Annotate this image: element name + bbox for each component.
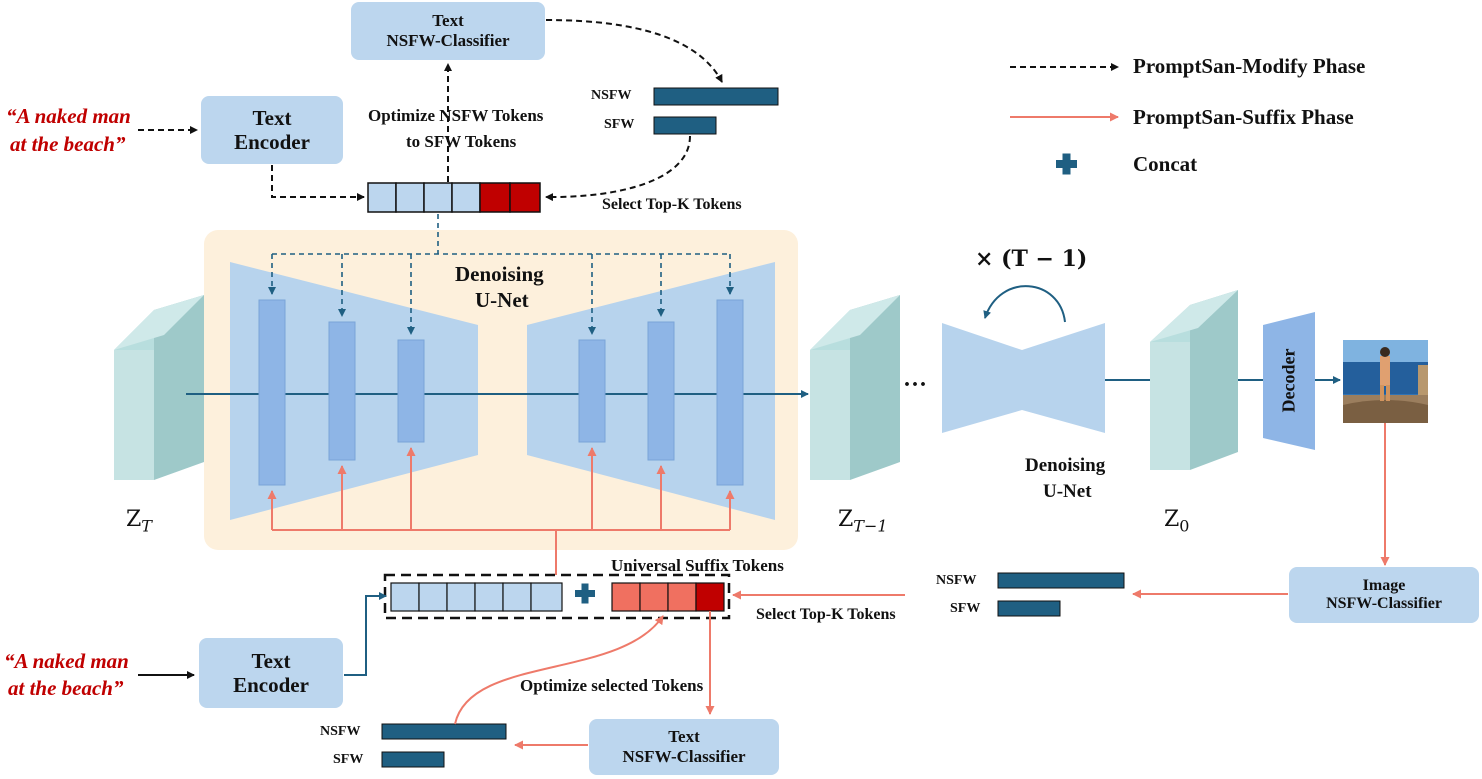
latent-zt1-block xyxy=(810,295,900,480)
score-nsfw-bar xyxy=(381,723,507,740)
score2-nsfw-label: NSFW xyxy=(936,573,977,588)
top-score-sfw-label: SFW xyxy=(604,117,635,132)
optimize-label-line1: Optimize NSFW Tokens xyxy=(368,106,544,125)
bottom-text-encoder: Text Encoder xyxy=(199,638,343,708)
top-encoder-line1: Text xyxy=(252,105,292,130)
decoder-block xyxy=(1263,312,1315,450)
score2-sfw-bar xyxy=(997,600,1061,617)
bottom-encoder-line2: Encoder xyxy=(233,673,309,697)
small-unet-right xyxy=(1022,323,1105,433)
bottom-prompt-tokens xyxy=(390,582,563,612)
score-sfw-bar xyxy=(381,751,445,768)
unet-block-1 xyxy=(258,299,286,486)
score2-nsfw-bar xyxy=(997,572,1125,589)
small-unet-label-line2: U-Net xyxy=(1043,481,1092,502)
zt-sub: T xyxy=(141,516,152,536)
unet-block-3 xyxy=(397,339,425,443)
optimize-selected-label: Optimize selected Tokens xyxy=(520,676,704,695)
zt1-main: Z xyxy=(838,507,854,532)
top-classifier-line2: NSFW-Classifier xyxy=(386,31,510,50)
unet-block-4 xyxy=(578,339,606,443)
legend-suffix-label: PromptSan-Suffix Phase xyxy=(1133,105,1354,129)
legend-concat-label: Concat xyxy=(1133,152,1198,176)
image-classifier-line1: Image xyxy=(1362,576,1406,594)
top-prompt-line1: “A naked man xyxy=(6,104,131,128)
top-select-topk-label: Select Top-K Tokens xyxy=(602,196,742,213)
decoder-label: Decoder xyxy=(1278,348,1299,413)
top-encoder-line2: Encoder xyxy=(234,130,310,154)
small-unet-label-line1: Denoising xyxy=(1025,455,1106,476)
top-score-nsfw-bar xyxy=(653,87,779,106)
top-encoder-to-tokens-arrow xyxy=(271,165,365,201)
score-nsfw-label: NSFW xyxy=(320,724,361,739)
suffix-conditioning-lines xyxy=(267,447,735,575)
top-text-encoder: Text Encoder xyxy=(201,96,343,164)
bottom-encoder-line1: Text xyxy=(251,648,291,673)
z0-label: Z0 xyxy=(1164,507,1189,535)
z0-main: Z xyxy=(1164,507,1180,532)
zt-main: Z xyxy=(126,507,142,532)
small-unet-left xyxy=(942,323,1022,433)
top-tokens xyxy=(367,182,541,213)
image-classifier-line2: NSFW-Classifier xyxy=(1326,595,1442,612)
repeat-arrow xyxy=(983,285,1066,323)
unet-label-line1: Denoising xyxy=(455,262,544,286)
suffix-tokens xyxy=(611,582,725,612)
bottom-encoder-to-tokens-arrow xyxy=(344,592,387,676)
top-prompt-line2: at the beach” xyxy=(10,132,126,156)
score-sfw-label: SFW xyxy=(333,752,364,767)
classifier-to-score-arrow xyxy=(545,19,723,83)
bottom-text-nsfw-classifier: Text NSFW-Classifier xyxy=(589,719,779,775)
top-score-nsfw-label: NSFW xyxy=(591,88,632,103)
repeat-label: × (T − 1) xyxy=(975,246,1088,272)
top-text-nsfw-classifier: Text NSFW-Classifier xyxy=(351,2,545,60)
generated-image xyxy=(1343,340,1428,423)
bottom-classifier-line2: NSFW-Classifier xyxy=(622,747,746,766)
zt-label: ZT xyxy=(126,507,152,535)
optimize-label-line2: to SFW Tokens xyxy=(406,132,517,151)
unet-label-line2: U-Net xyxy=(475,288,529,312)
unet-block-2 xyxy=(328,321,356,461)
universal-suffix-label: Universal Suffix Tokens xyxy=(611,556,784,575)
latent-z0-block xyxy=(1150,290,1238,470)
zt1-sub: T−1 xyxy=(853,516,888,536)
zt1-label: ZT−1 xyxy=(838,507,888,535)
z0-sub: 0 xyxy=(1179,516,1190,536)
concat-plus-icon xyxy=(575,583,595,604)
score2-sfw-label: SFW xyxy=(950,601,981,616)
bottom-classifier-line1: Text xyxy=(668,727,700,747)
ellipsis: ··· xyxy=(903,372,928,398)
bottom-prompt-line2: at the beach” xyxy=(8,676,124,700)
legend-modify-label: PromptSan-Modify Phase xyxy=(1133,54,1366,78)
unet-block-5 xyxy=(647,321,675,461)
optimize-selected-arrow xyxy=(454,615,664,725)
score-to-tokens-arrow xyxy=(545,135,691,202)
unet-block-6 xyxy=(716,299,744,486)
bottom-prompt-line1: “A naked man xyxy=(4,649,129,673)
legend-concat-icon xyxy=(1056,153,1077,175)
top-classifier-line1: Text xyxy=(432,11,464,31)
image-nsfw-classifier: Image NSFW-Classifier xyxy=(1289,567,1479,623)
latent-zt-block xyxy=(114,295,204,480)
conditioning-dashed-lines xyxy=(268,214,734,335)
bottom-select-topk-label: Select Top-K Tokens xyxy=(756,606,896,623)
top-score-sfw-bar xyxy=(653,116,717,135)
